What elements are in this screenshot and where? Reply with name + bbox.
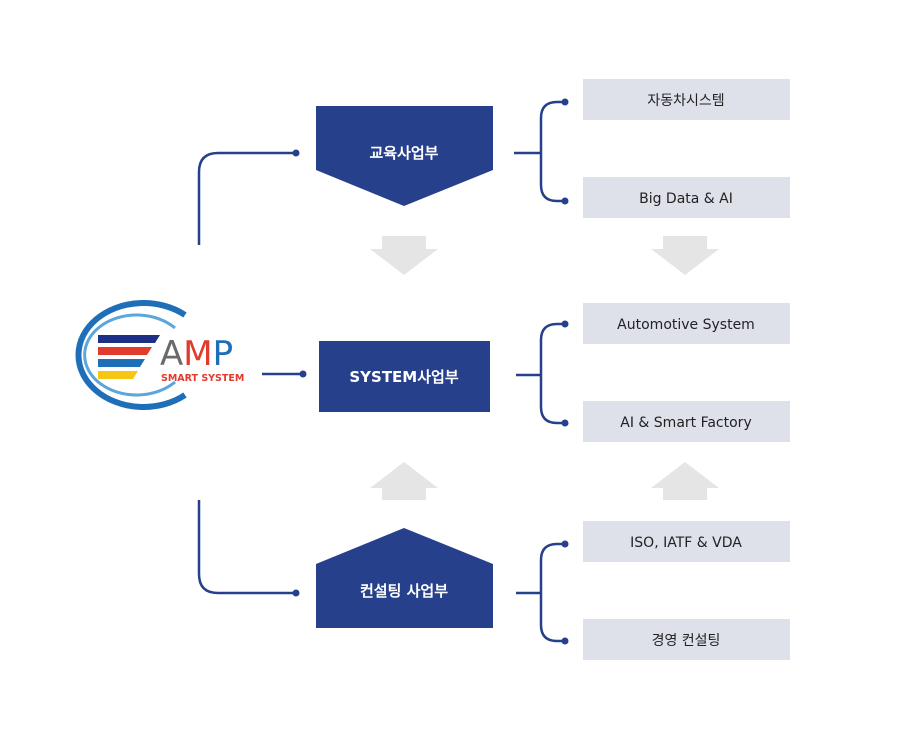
- item-label: Big Data & AI: [639, 191, 733, 207]
- item-label: 자동차시스템: [647, 93, 724, 109]
- dept-system-label: SYSTEM사업부: [349, 368, 458, 386]
- dept-system[interactable]: SYSTEM사업부: [319, 341, 490, 412]
- amp-logo: AMP SMART SYSTEM: [75, 300, 244, 410]
- item-label: Automotive System: [617, 317, 755, 333]
- logo-connectors: [197, 151, 303, 595]
- connector-logo-consulting: [197, 500, 296, 595]
- dot: [561, 320, 569, 328]
- bracket-consulting: [516, 542, 565, 643]
- logo-tagline: SMART SYSTEM: [161, 373, 244, 384]
- logo-inner-arc: [83, 313, 176, 397]
- arrow-down-right: [651, 236, 719, 275]
- dept-consulting-label: 컨설팅 사업부: [360, 582, 448, 600]
- bracket-dots: [561, 98, 569, 645]
- item-label: AI & Smart Factory: [620, 415, 751, 431]
- bracket-education: [514, 100, 565, 203]
- item-system-2[interactable]: AI & Smart Factory: [583, 401, 790, 442]
- item-consulting-1[interactable]: ISO, IATF & VDA: [583, 521, 790, 562]
- logo-stripe-red: [98, 347, 152, 355]
- dot: [561, 637, 569, 645]
- logo-letter-m: M: [183, 334, 212, 374]
- arrow-down-left: [370, 236, 438, 275]
- flow-arrows: [370, 236, 719, 500]
- item-box: [583, 177, 790, 218]
- logo-stripe-navy: [98, 335, 160, 343]
- dot: [561, 419, 569, 427]
- item-consulting-2[interactable]: 경영 컨설팅: [583, 619, 790, 660]
- logo-outer-arc: [75, 300, 187, 410]
- dot: [299, 370, 307, 378]
- arrow-up-right: [651, 462, 719, 500]
- dot: [292, 149, 300, 157]
- dot: [561, 197, 569, 205]
- bracket-system: [516, 322, 565, 425]
- item-brackets: [514, 100, 565, 643]
- item-education-1[interactable]: 자동차시스템: [583, 79, 790, 120]
- item-label: ISO, IATF & VDA: [630, 535, 742, 551]
- logo-stripe-blue: [98, 359, 145, 367]
- logo-letter-a: A: [160, 334, 183, 374]
- item-box: [583, 79, 790, 120]
- dept-system-shape: [319, 341, 490, 412]
- item-box: [583, 401, 790, 442]
- dept-consulting[interactable]: 컨설팅 사업부: [316, 528, 493, 628]
- logo-letter-p: P: [213, 334, 234, 374]
- arrow-up-left: [370, 462, 438, 500]
- item-box: [583, 303, 790, 344]
- dot: [292, 589, 300, 597]
- connector-dots: [292, 149, 307, 597]
- item-label: 경영 컨설팅: [652, 633, 721, 649]
- connector-logo-education: [197, 151, 296, 245]
- dept-education-label: 교육사업부: [369, 144, 438, 162]
- dot: [561, 540, 569, 548]
- item-box: [583, 521, 790, 562]
- dept-consulting-shape: [316, 528, 493, 628]
- logo-stripe-yellow: [98, 371, 138, 379]
- item-box: [583, 619, 790, 660]
- dept-education[interactable]: 교육사업부: [316, 106, 493, 206]
- logo-wordmark: AMP: [160, 334, 233, 374]
- dot: [561, 98, 569, 106]
- dept-education-shape: [316, 106, 493, 206]
- item-system-1[interactable]: Automotive System: [583, 303, 790, 344]
- item-education-2[interactable]: Big Data & AI: [583, 177, 790, 218]
